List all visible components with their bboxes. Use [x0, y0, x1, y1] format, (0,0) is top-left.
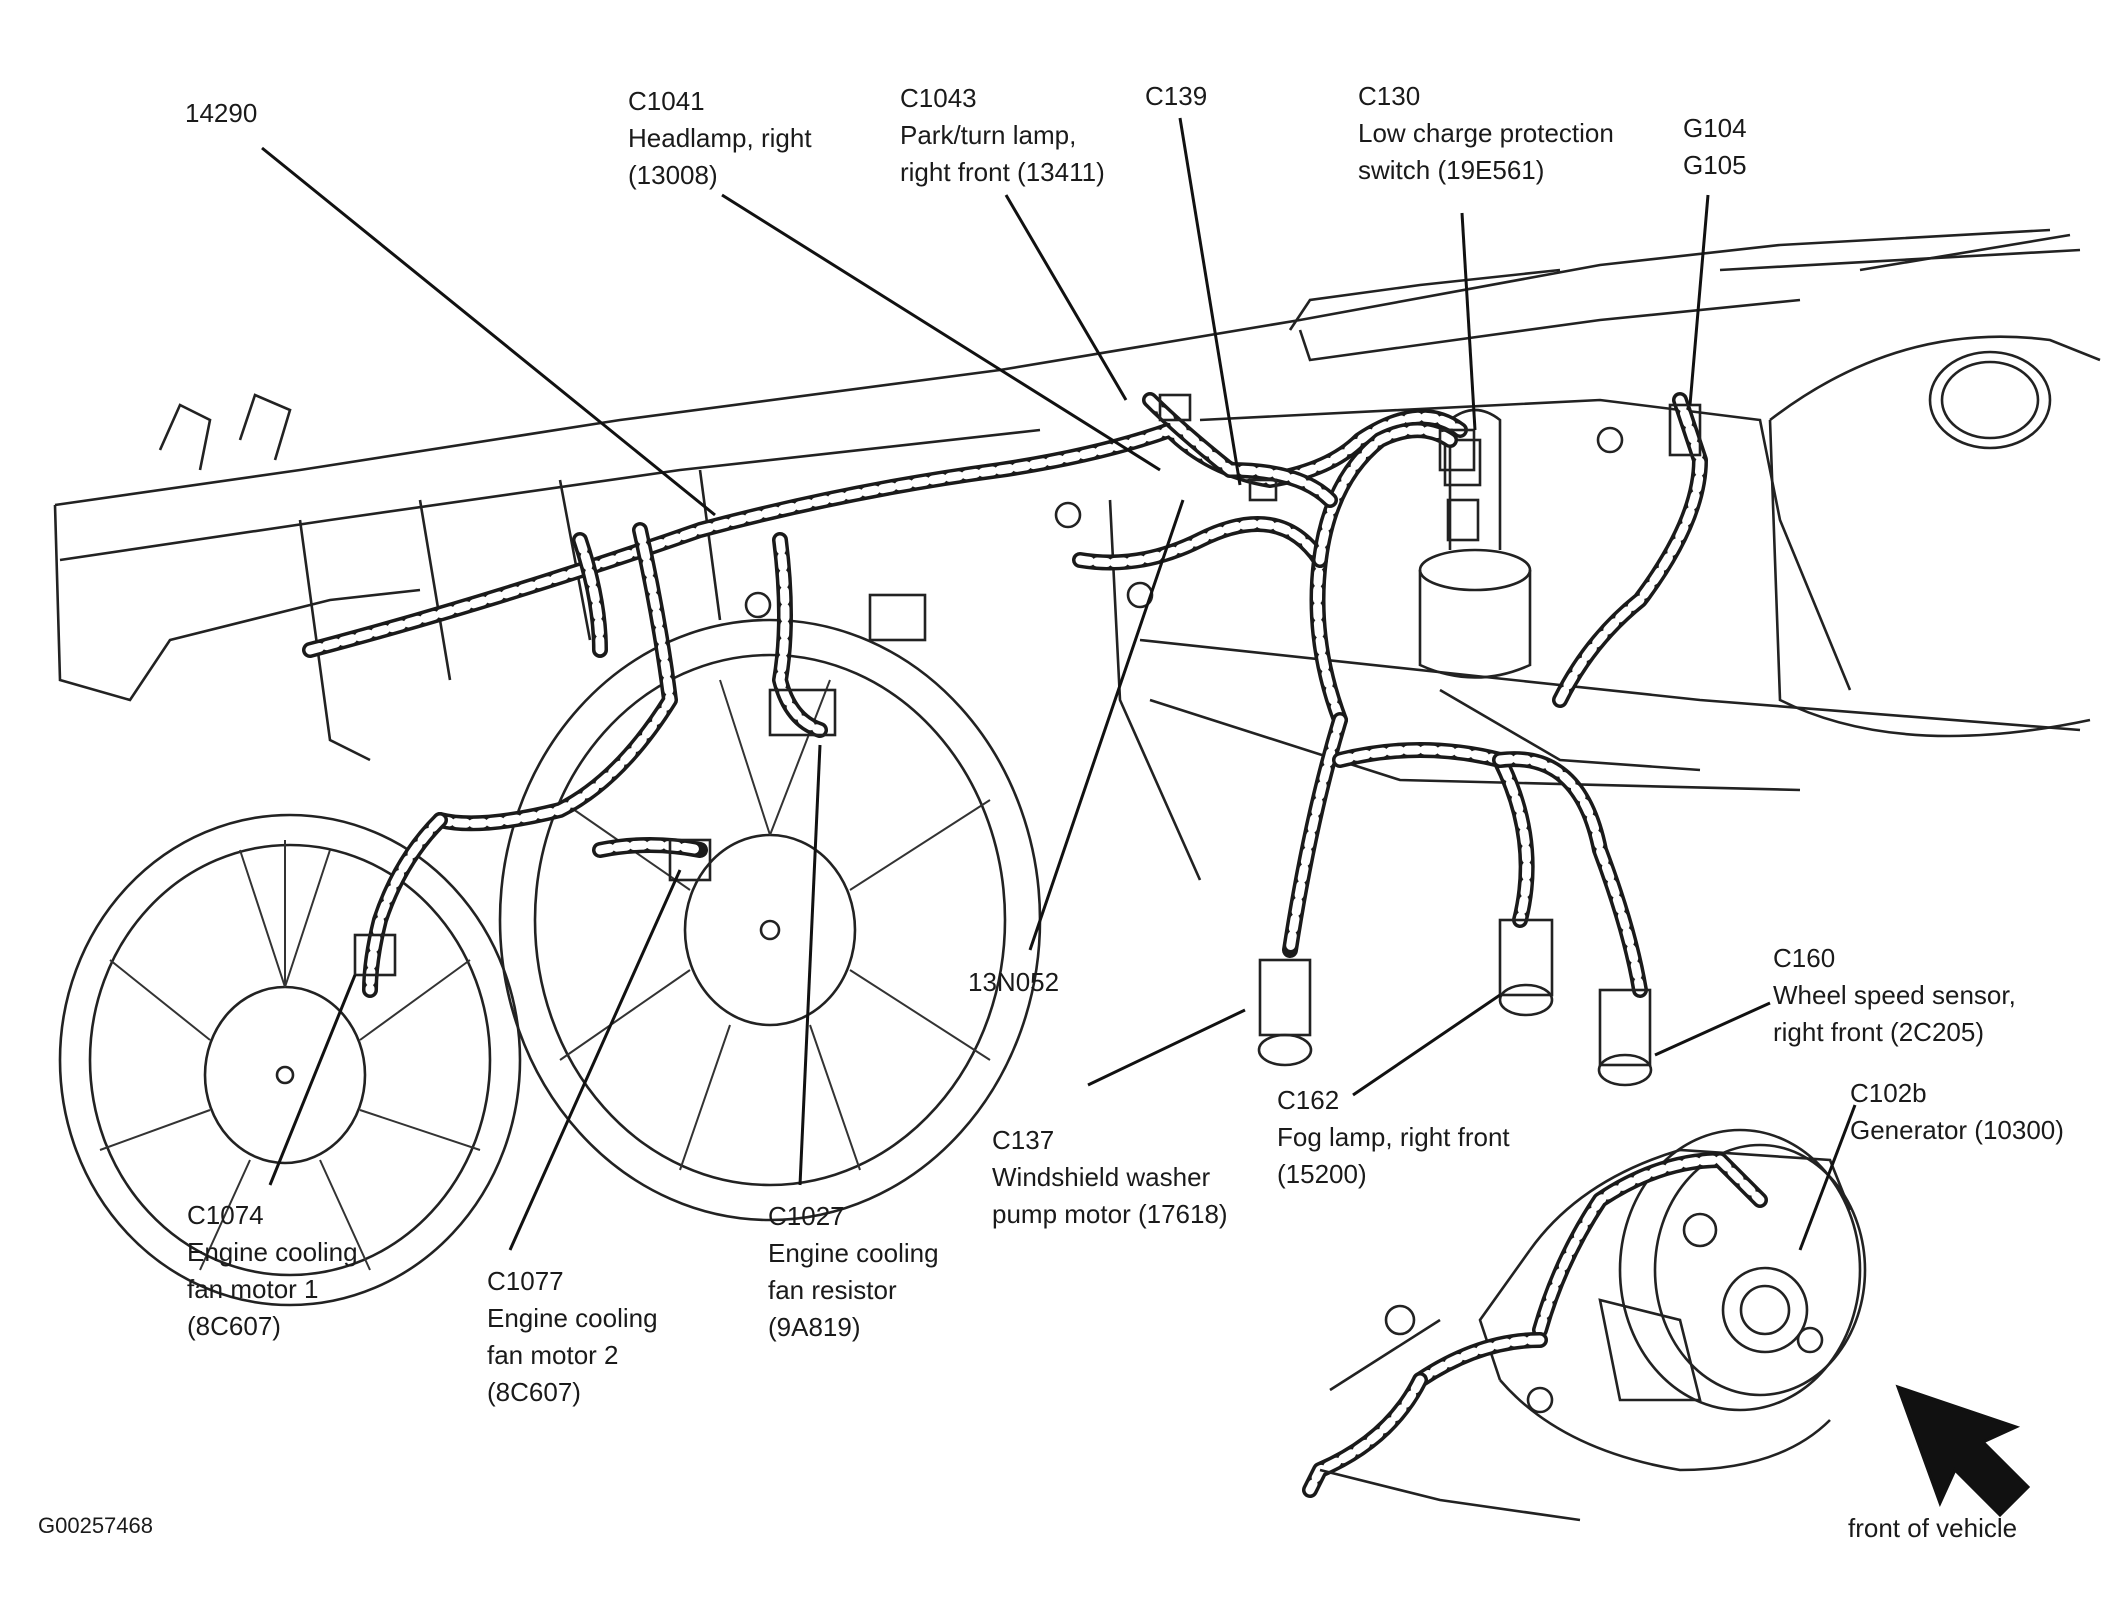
label-c1074: C1074 Engine cooling fan motor 1 (8C607) — [187, 1200, 358, 1341]
label-c102b: C102b Generator (10300) — [1850, 1078, 2064, 1145]
label-c162: C162 Fog lamp, right front (15200) — [1277, 1085, 1510, 1189]
label-c1077: C1077 Engine cooling fan motor 2 (8C607) — [487, 1266, 658, 1407]
front-of-vehicle-label: front of vehicle — [1848, 1513, 2018, 1543]
label-c1041: C1041 Headlamp, right (13008) — [628, 86, 812, 190]
label-c1027: C1027 Engine cooling fan resistor (9A819… — [768, 1201, 939, 1342]
leader-lines — [261, 117, 1857, 1251]
generator — [1302, 1128, 1867, 1522]
wiring-harness — [302, 392, 1708, 998]
label-c130: C130 Low charge protection switch (19E56… — [1358, 81, 1614, 185]
figure-id: G00257468 — [38, 1513, 153, 1538]
label-c137: C137 Windshield washer pump motor (17618… — [992, 1125, 1228, 1229]
reservoir-cap — [1768, 335, 2101, 738]
label-13n052: 13N052 — [968, 967, 1060, 997]
radiator-support-outline — [53, 228, 2081, 881]
front-arrow-icon — [1895, 1384, 2031, 1518]
label-c1043: C1043 Park/turn lamp, right front (13411… — [900, 83, 1105, 187]
cooling-fan-1 — [58, 813, 522, 1307]
label-c160: C160 Wheel speed sensor, right front (2C… — [1773, 943, 2016, 1047]
label-g104-g105: G104 G105 — [1683, 113, 1747, 180]
label-14290: 14290 — [185, 98, 258, 128]
label-c139: C139 — [1145, 81, 1208, 111]
